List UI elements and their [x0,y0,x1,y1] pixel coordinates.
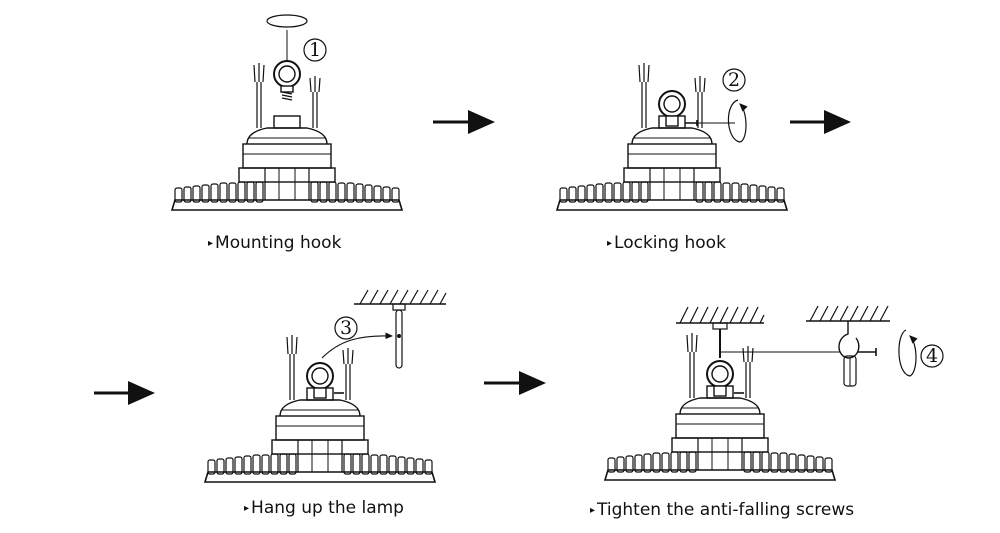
bullet-icon: ▸ [607,238,613,249]
step-1-marker: 1 [303,38,327,62]
step-2-marker: 2 [722,68,746,92]
step-3-caption: ▸Hang up the lamp [244,498,404,518]
eye-bolt-icon [273,60,301,101]
step-4-diagram [605,305,918,480]
step-2-diagram [557,63,787,210]
rotation-arrow-icon [727,99,748,143]
bullet-icon: ▸ [244,503,250,514]
step-3-diagram [205,289,447,482]
step-2-caption: ▸Locking hook [607,233,726,253]
rotation-arrow-icon [898,329,918,377]
svg-text:4: 4 [926,345,938,367]
high-bay-lamp-icon [172,63,402,210]
step-4-caption: ▸Tighten the anti-falling screws [590,500,855,520]
bullet-icon: ▸ [590,505,596,516]
step-4-marker: 4 [920,344,944,368]
rotation-arrow-icon [266,14,308,28]
step-3-marker: 3 [334,316,358,340]
svg-text:1: 1 [309,39,321,61]
high-bay-lamp-icon [557,63,787,210]
ceiling-hatch-icon [676,306,765,324]
hook-icon [838,321,877,387]
bullet-icon: ▸ [208,238,214,249]
ceiling-hatch-icon [354,289,447,305]
eye-bolt-icon [706,360,734,397]
eye-bolt-icon [658,90,686,127]
svg-text:3: 3 [340,317,352,339]
ceiling-hatch-icon [806,305,890,322]
step-1-caption: ▸Mounting hook [208,233,342,253]
eye-bolt-icon [306,362,334,399]
hook-icon [392,303,406,369]
step-1-diagram [172,14,402,210]
high-bay-lamp-icon [205,335,435,482]
svg-text:2: 2 [728,69,740,91]
